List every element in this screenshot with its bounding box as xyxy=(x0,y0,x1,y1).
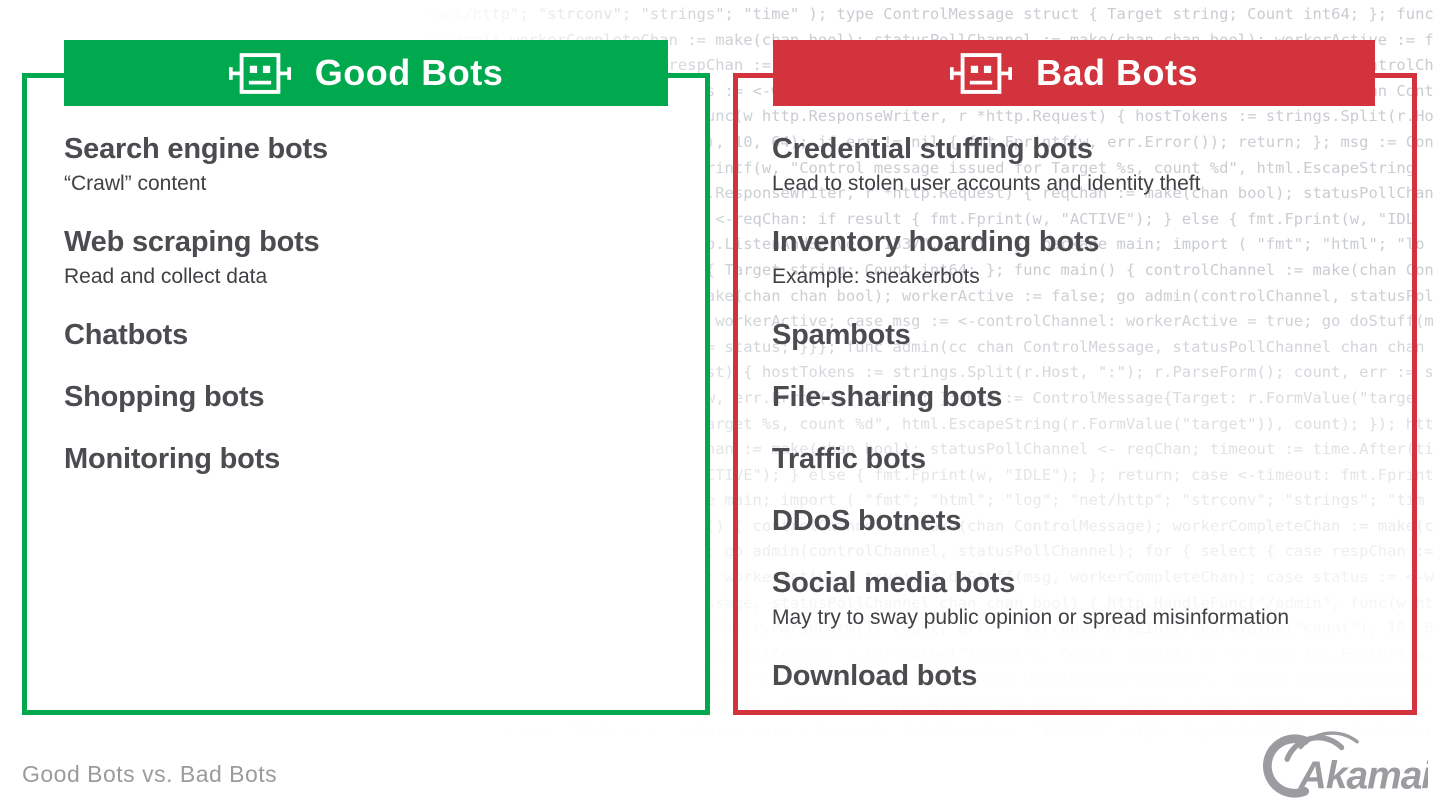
bot-type-name: Chatbots xyxy=(64,319,189,351)
bad-bots-title: Bad Bots xyxy=(1035,52,1198,93)
list-item: Traffic bots xyxy=(772,443,1394,475)
good-bots-title: Good Bots xyxy=(314,52,504,93)
bot-type-name: Inventory hoarding bots xyxy=(772,226,1100,258)
bot-type-name: Download bots xyxy=(772,660,978,692)
bot-type-description: “Crawl” content xyxy=(64,172,207,195)
bot-type-description: Example: sneakerbots xyxy=(772,265,980,288)
list-item: Chatbots xyxy=(64,319,687,351)
bot-type-name: Search engine bots xyxy=(64,133,328,165)
bot-type-name: Social media bots xyxy=(772,567,1016,599)
bot-type-description: Lead to stolen user accounts and identit… xyxy=(772,172,1201,195)
list-item: Spambots xyxy=(772,319,1394,351)
bot-type-name: File-sharing bots xyxy=(772,381,1003,413)
list-item: Shopping bots xyxy=(64,381,687,413)
list-item: Monitoring bots xyxy=(64,443,687,475)
akamai-logo-text: Akamai xyxy=(1298,754,1428,797)
image-caption: Good Bots vs. Bad Bots xyxy=(22,761,278,787)
robot-icon xyxy=(228,52,291,94)
bot-type-name: Credential stuffing bots xyxy=(772,133,1093,165)
list-item: DDoS botnets xyxy=(772,505,1394,537)
robot-icon xyxy=(949,52,1012,94)
list-item: Search engine bots “Crawl” content xyxy=(64,133,687,196)
bot-type-name: Web scraping bots xyxy=(64,226,320,258)
list-item: File-sharing bots xyxy=(772,381,1394,413)
list-item: Download bots xyxy=(772,660,1394,692)
bot-type-name: Traffic bots xyxy=(772,443,926,475)
bot-type-name: DDoS botnets xyxy=(772,505,962,537)
bot-type-name: Spambots xyxy=(772,319,911,351)
bot-type-name: Shopping bots xyxy=(64,381,265,413)
bad-bots-header: Bad Bots xyxy=(773,40,1375,106)
bot-type-description: May try to sway public opinion or spread… xyxy=(772,606,1290,629)
good-bots-header: Good Bots xyxy=(64,40,668,106)
akamai-logo: Akamai xyxy=(1258,731,1434,806)
bot-type-description: Read and collect data xyxy=(64,265,268,288)
bot-type-name: Monitoring bots xyxy=(64,443,281,475)
